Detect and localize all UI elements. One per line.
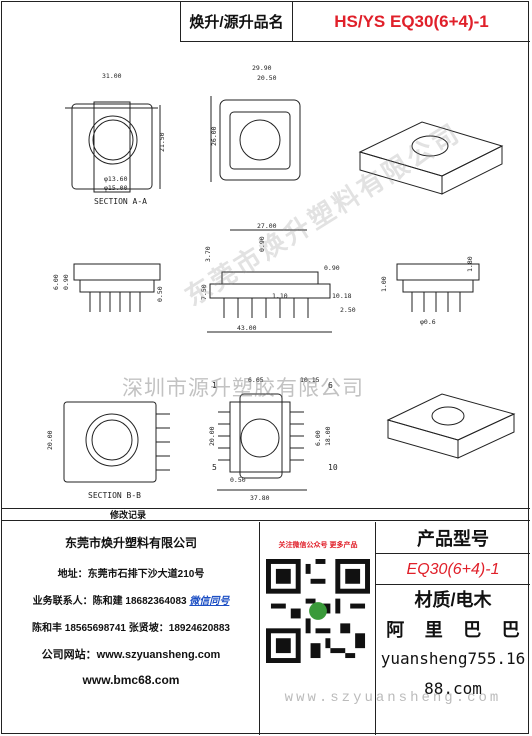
qr-column: 关注微信公众号 更多产品	[260, 522, 376, 735]
dim-mid-a: 0.90	[258, 236, 266, 252]
dim-a-width: 31.00	[102, 72, 122, 80]
section-b-label: SECTION B-B	[88, 491, 141, 500]
dim-a-bore-outer: φ15.00	[104, 184, 128, 192]
dim-mid-width: 27.00	[257, 222, 277, 230]
pin-label-5: 5	[212, 463, 217, 472]
dim-mid-b: 1.10	[272, 292, 288, 300]
alibaba-url[interactable]: yuansheng755.1688.com	[380, 649, 526, 698]
section-b-bore	[85, 413, 139, 467]
dim-bot-e: 18.00	[324, 426, 332, 446]
contact-line-2: 陈和丰 18565698741 张贤坡：18924620883	[32, 623, 230, 634]
url-watermark: www.szyuansheng.com	[284, 690, 502, 706]
contact-1: 业务联系人：陈和建 18682364083	[32, 596, 190, 607]
alibaba-char-2: 里	[424, 620, 443, 641]
dim-bot-f: 0.50	[230, 476, 246, 484]
dim-left-b: 6.00	[52, 274, 60, 290]
company-name: 东莞市焕升塑料有限公司	[64, 536, 197, 550]
product-number: EQ30(6+4)-1	[376, 555, 530, 585]
dim-bot-c: 20.00	[208, 426, 216, 446]
material-label: 材质/电木	[414, 590, 492, 610]
bottom-view-outline	[229, 401, 291, 473]
dim-top-width: 29.90	[252, 64, 272, 72]
top-view-bore	[239, 119, 281, 161]
section-a-outline	[71, 103, 153, 190]
product-panel: 产品型号 EQ30(6+4)-1 材质/电木 阿 里 巴 巴 yuansheng…	[376, 522, 530, 735]
dim-left-a: 0.90	[62, 274, 70, 290]
company-address: 地址：东莞市石排下沙大道210号	[57, 569, 205, 580]
dim-bot-d: 6.00	[314, 430, 322, 446]
pin-label-6: 6	[328, 381, 333, 390]
pin-label-1: 1	[212, 381, 217, 390]
alibaba-char-3: 巴	[463, 620, 482, 641]
bottom-view-bore	[240, 418, 280, 458]
pin-label-10: 10	[328, 463, 338, 472]
secondary-website[interactable]: www.bmc68.com	[82, 673, 180, 687]
company-info: 东莞市焕升塑料有限公司 地址：东莞市石排下沙大道210号 业务联系人：陈和建 1…	[2, 522, 260, 735]
dim-a-height: 21.50	[158, 132, 166, 152]
side-view-left	[73, 263, 161, 281]
wechat-note: 微信同号	[189, 596, 230, 607]
part-number: HS/YS EQ30(6+4)-1	[334, 11, 489, 31]
top-view-outline	[219, 99, 301, 181]
drawing-svg: 31.00 21.50 φ13.60 φ15.00 29.90 20.50 26…	[46, 64, 516, 502]
dim-right-c: φ0.6	[420, 318, 436, 326]
dim-bot-b: 10.15	[300, 376, 320, 384]
product-title: 产品型号	[376, 522, 530, 554]
dim-mid-g: 2.50	[340, 306, 356, 314]
dim-top-inner: 20.50	[257, 74, 277, 82]
alibaba-label: 阿 里 巴 巴	[376, 616, 530, 642]
company-watermark: 深圳市源升塑胶有限公司	[122, 377, 364, 400]
section-a-bore	[88, 115, 138, 165]
dim-bot-total: 37.80	[250, 494, 270, 502]
section-a-label: SECTION A-A	[94, 197, 147, 206]
dim-mid-d: 3.70	[204, 246, 212, 262]
dim-bot-a: 6.65	[248, 376, 264, 384]
dim-mid-e: 0.90	[324, 264, 340, 272]
company-website[interactable]: 公司网站：www.szyuansheng.com	[41, 649, 221, 661]
alibaba-char-1: 阿	[386, 620, 405, 641]
alibaba-char-4: 巴	[501, 620, 520, 641]
dim-right-b: 1.80	[466, 256, 474, 272]
contact-line-1: 业务联系人：陈和建 18682364083 微信同号	[2, 592, 260, 607]
dim-top-height: 26.00	[210, 126, 218, 146]
title-block: 焕升/源升品名 HS/YS EQ30(6+4)-1	[180, 2, 530, 42]
iso-view-bottom	[386, 393, 516, 441]
follow-notice: 关注微信公众号 更多产品	[278, 542, 358, 549]
footer-block: 东莞市焕升塑料有限公司 地址：东莞市石排下沙大道210号 业务联系人：陈和建 1…	[2, 522, 530, 735]
qr-code[interactable]	[266, 559, 370, 663]
dim-mid-f: 10.18	[332, 292, 352, 300]
dim-right-a: 1.00	[380, 276, 388, 292]
dim-left-c: 0.50	[156, 286, 164, 302]
revision-records: 修改记录	[2, 508, 530, 521]
dim-a-bore-inner: φ13.60	[104, 175, 128, 183]
dim-b-height: 20.00	[46, 430, 54, 450]
dim-mid-total: 43.00	[237, 324, 257, 332]
technical-drawing: 31.00 21.50 φ13.60 φ15.00 29.90 20.50 26…	[2, 42, 530, 508]
name-label: 焕升/源升品名	[181, 2, 293, 41]
dim-mid-c: 7.50	[200, 284, 208, 300]
